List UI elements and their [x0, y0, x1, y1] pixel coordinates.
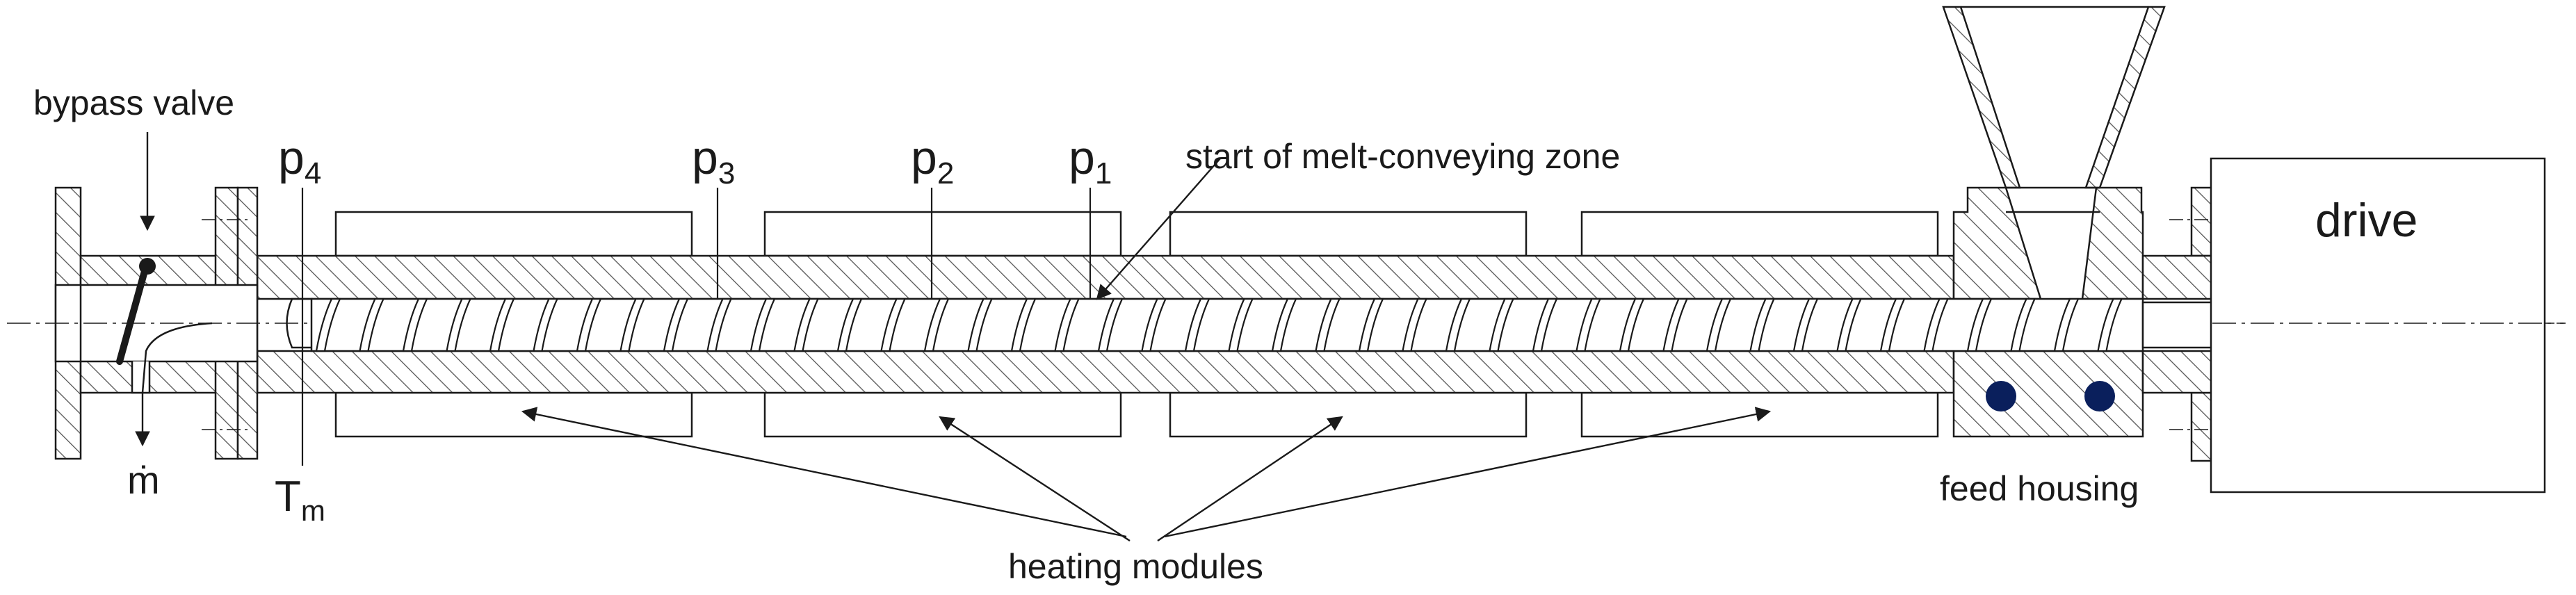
screw-flight	[1662, 298, 1689, 352]
hopper-left-wall	[1942, 6, 2021, 189]
feed-housing	[1952, 186, 2144, 438]
start-melt-conveying-label: start of melt-conveying zone	[1185, 137, 1620, 176]
heating-modules-label: heating modules	[1008, 547, 1263, 586]
screw-flight	[446, 298, 472, 352]
screw-flight	[1054, 298, 1080, 352]
melt-zone-arrow	[1096, 158, 1221, 300]
feed-housing-label: feed housing	[1940, 469, 2139, 508]
sensor-lines	[301, 188, 1092, 466]
screw-flight	[315, 298, 341, 352]
pressure-p4-label: p4	[278, 131, 321, 190]
screw-flight	[576, 298, 602, 352]
screw-flight	[836, 298, 863, 352]
screw-flight	[359, 298, 385, 352]
screw-flight	[1445, 298, 1471, 352]
heating-module-1-top	[334, 211, 693, 257]
hopper-right-wall	[2084, 6, 2166, 189]
heating-arrow-1	[521, 407, 1127, 538]
barrel-top-wall	[256, 254, 1955, 300]
screw-flight	[1271, 298, 1297, 352]
pressure-p3-label: p3	[692, 131, 735, 190]
screw-flight	[402, 298, 428, 352]
screw-flight	[1489, 298, 1515, 352]
heating-arrow-4	[1164, 407, 1772, 538]
heating-arrow-3	[1157, 416, 1343, 541]
screw-flight	[750, 298, 776, 352]
valve-pivot	[139, 258, 156, 275]
heating-module-2-bottom	[763, 391, 1122, 438]
screw-flight	[1575, 298, 1602, 352]
screw-flight	[1010, 298, 1037, 352]
screw-flight	[1706, 298, 1732, 352]
screw-flight	[706, 298, 733, 352]
screw-flight	[967, 298, 994, 352]
screw-flight	[1358, 298, 1384, 352]
screw	[286, 298, 2144, 352]
screw-flight	[2010, 298, 2036, 352]
annotation-arrows	[135, 132, 1772, 542]
feed-housing-top-left	[1952, 186, 2042, 300]
mass-flow-label: ṁ	[127, 458, 160, 502]
screw-flight	[619, 298, 646, 352]
valve-flap	[116, 263, 149, 365]
bypass-valve	[116, 258, 213, 394]
screw-tip	[286, 298, 313, 349]
screw-flight	[880, 298, 907, 352]
screw-flight	[1141, 298, 1167, 352]
bypass-channel	[131, 361, 151, 394]
screw-flight	[489, 298, 515, 352]
screw-flight	[1749, 298, 1776, 352]
hopper	[1942, 6, 2166, 213]
screw-flight	[1097, 298, 1124, 352]
drive-box	[2210, 157, 2546, 494]
pressure-p2-label: p2	[911, 131, 954, 190]
drive-label: drive	[2315, 194, 2417, 247]
screw-flight	[663, 298, 689, 352]
screw-flight	[1923, 298, 1950, 352]
screw-flight	[1228, 298, 1254, 352]
pressure-p1-label: p1	[1069, 131, 1112, 190]
screw-flight	[923, 298, 950, 352]
screw-flight	[1532, 298, 1558, 352]
bypass-valve-label: bypass valve	[33, 83, 234, 122]
screw-flights	[315, 298, 2123, 352]
cooling-channel-1	[1986, 381, 2016, 411]
heating-arrow-2	[939, 416, 1131, 542]
screw-flight	[2053, 298, 2080, 352]
screw-flight	[1836, 298, 1863, 352]
screw-flight	[1315, 298, 1341, 352]
screw-flight	[1402, 298, 1428, 352]
feed-housing-top-right	[2081, 186, 2144, 300]
screw-flight	[1879, 298, 1906, 352]
screw-flight	[2097, 298, 2123, 352]
screw-flight	[533, 298, 559, 352]
screw-body	[310, 298, 2144, 352]
screw-flight	[1792, 298, 1819, 352]
heating-module-3-top	[1169, 211, 1528, 257]
heating-module-4-bottom	[1580, 391, 1939, 438]
screw-flight	[793, 298, 820, 352]
barrel-bottom-wall	[256, 350, 1955, 394]
screw-flight	[1966, 298, 1993, 352]
temperature-label: Tm	[275, 473, 325, 527]
heating-module-1-bottom	[334, 391, 693, 438]
heating-module-3-bottom	[1169, 391, 1528, 438]
screw-flight	[1619, 298, 1645, 352]
heating-module-4-top	[1580, 211, 1939, 257]
cooling-channel-2	[2084, 381, 2115, 411]
screw-flight	[1184, 298, 1210, 352]
heating-module-2-top	[763, 211, 1122, 257]
